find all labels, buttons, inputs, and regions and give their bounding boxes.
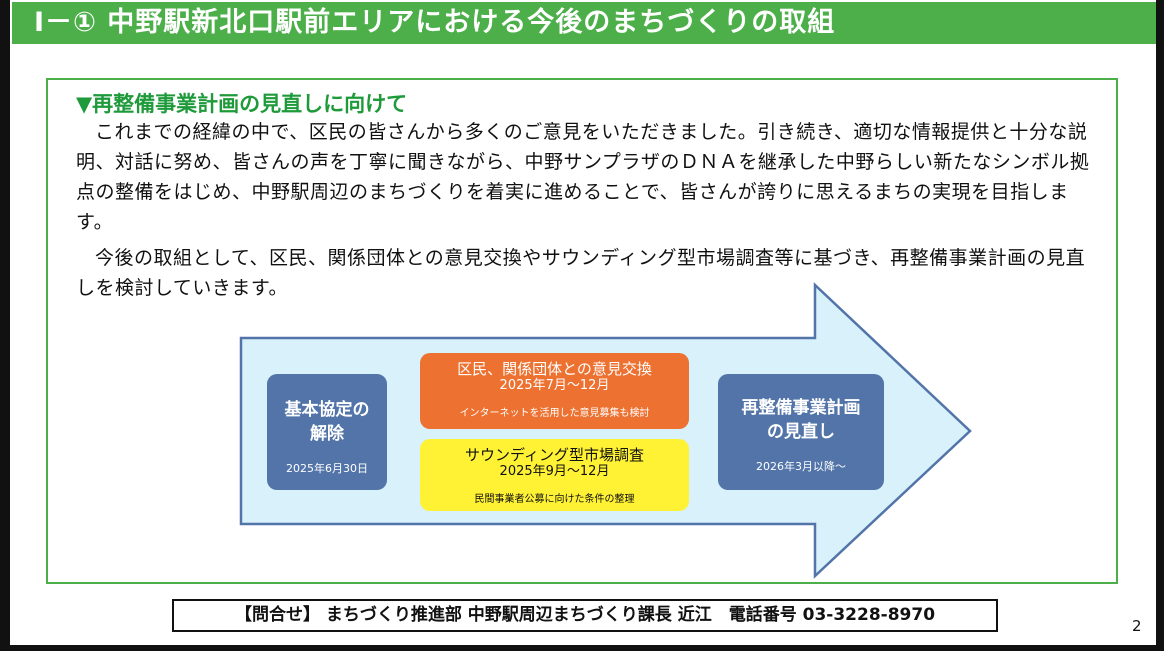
sounding-title: サウンディング型市場調査 xyxy=(465,446,644,464)
stage-opinion-exchange: 区民、関係団体との意見交換 2025年7月～12月 インターネットを活用した意見… xyxy=(420,353,689,429)
stage-agreement-release: 基本協定の 解除 2025年6月30日 xyxy=(267,374,387,490)
exchange-title: 区民、関係団体との意見交換 xyxy=(457,360,652,378)
stage-date: 2025年6月30日 xyxy=(286,462,368,475)
body-paragraph: 今後の取組として、区民、関係団体との意見交換やサウンディング型市場調査等に基づき… xyxy=(76,247,1086,299)
page-number: 2 xyxy=(1132,617,1142,635)
exchange-note: インターネットを活用した意見募集も検討 xyxy=(459,408,650,419)
content-panel xyxy=(46,78,1118,584)
stage-title-line2: の見直し xyxy=(767,422,835,442)
frame-bottom-border xyxy=(0,645,1164,651)
exchange-period: 2025年7月～12月 xyxy=(499,378,610,393)
stage-sounding-survey: サウンディング型市場調査 2025年9月～12月 民間事業者公募に向けた条件の整… xyxy=(420,439,689,511)
sounding-note: 民間事業者公募に向けた条件の整理 xyxy=(474,494,635,505)
slide-title: Ⅰ－① 中野駅新北口駅前エリアにおける今後のまちづくりの取組 xyxy=(12,2,1156,44)
body-paragraph: これまでの経緯の中で、区民の皆さんから多くのご意見をいただきました。引き続き、適… xyxy=(76,121,1090,233)
sounding-period: 2025年9月～12月 xyxy=(499,464,610,479)
stage-title-line1: 基本協定の xyxy=(284,400,370,420)
stage-title-line2: 解除 xyxy=(310,424,344,444)
contact-info: 【問合せ】 まちづくり推進部 中野駅周辺まちづくり課長 近江 電話番号 03-3… xyxy=(172,599,998,632)
stage-title-line1: 再整備事業計画 xyxy=(741,398,861,418)
frame-right-border xyxy=(1156,0,1164,651)
stage-plan-review: 再整備事業計画 の見直し 2026年3月以降～ xyxy=(718,374,884,490)
frame-left-border xyxy=(0,0,10,651)
section-heading: ▼再整備事業計画の見直しに向けて xyxy=(76,92,408,116)
stage-date: 2026年3月以降～ xyxy=(756,460,846,473)
